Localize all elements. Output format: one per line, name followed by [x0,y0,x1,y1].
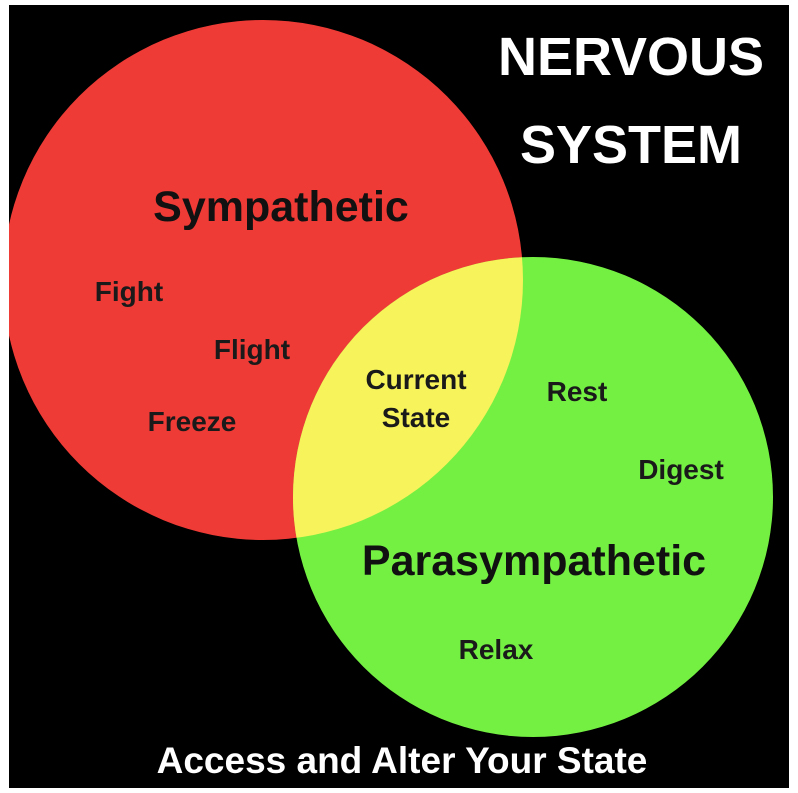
venn-diagram: NERVOUS SYSTEM Sympathetic Fight Flight … [9,20,773,781]
sympathetic-label: Sympathetic [153,183,409,231]
current-state-line-2: State [382,402,450,433]
current-state-line-1: Current [365,364,466,395]
current-state-overlap [293,257,523,540]
title-line-1: NERVOUS [498,27,764,87]
parasympathetic-item-rest: Rest [547,376,608,407]
parasympathetic-item-digest: Digest [638,454,724,485]
parasympathetic-item-relax: Relax [459,634,534,665]
footer-caption: Access and Alter Your State [157,740,648,781]
sympathetic-item-fight: Fight [95,276,163,307]
sympathetic-item-flight: Flight [214,334,290,365]
diagram-canvas: NERVOUS SYSTEM Sympathetic Fight Flight … [9,5,789,788]
parasympathetic-label: Parasympathetic [362,537,706,585]
sympathetic-item-freeze: Freeze [148,406,237,437]
title-line-2: SYSTEM [520,115,742,175]
